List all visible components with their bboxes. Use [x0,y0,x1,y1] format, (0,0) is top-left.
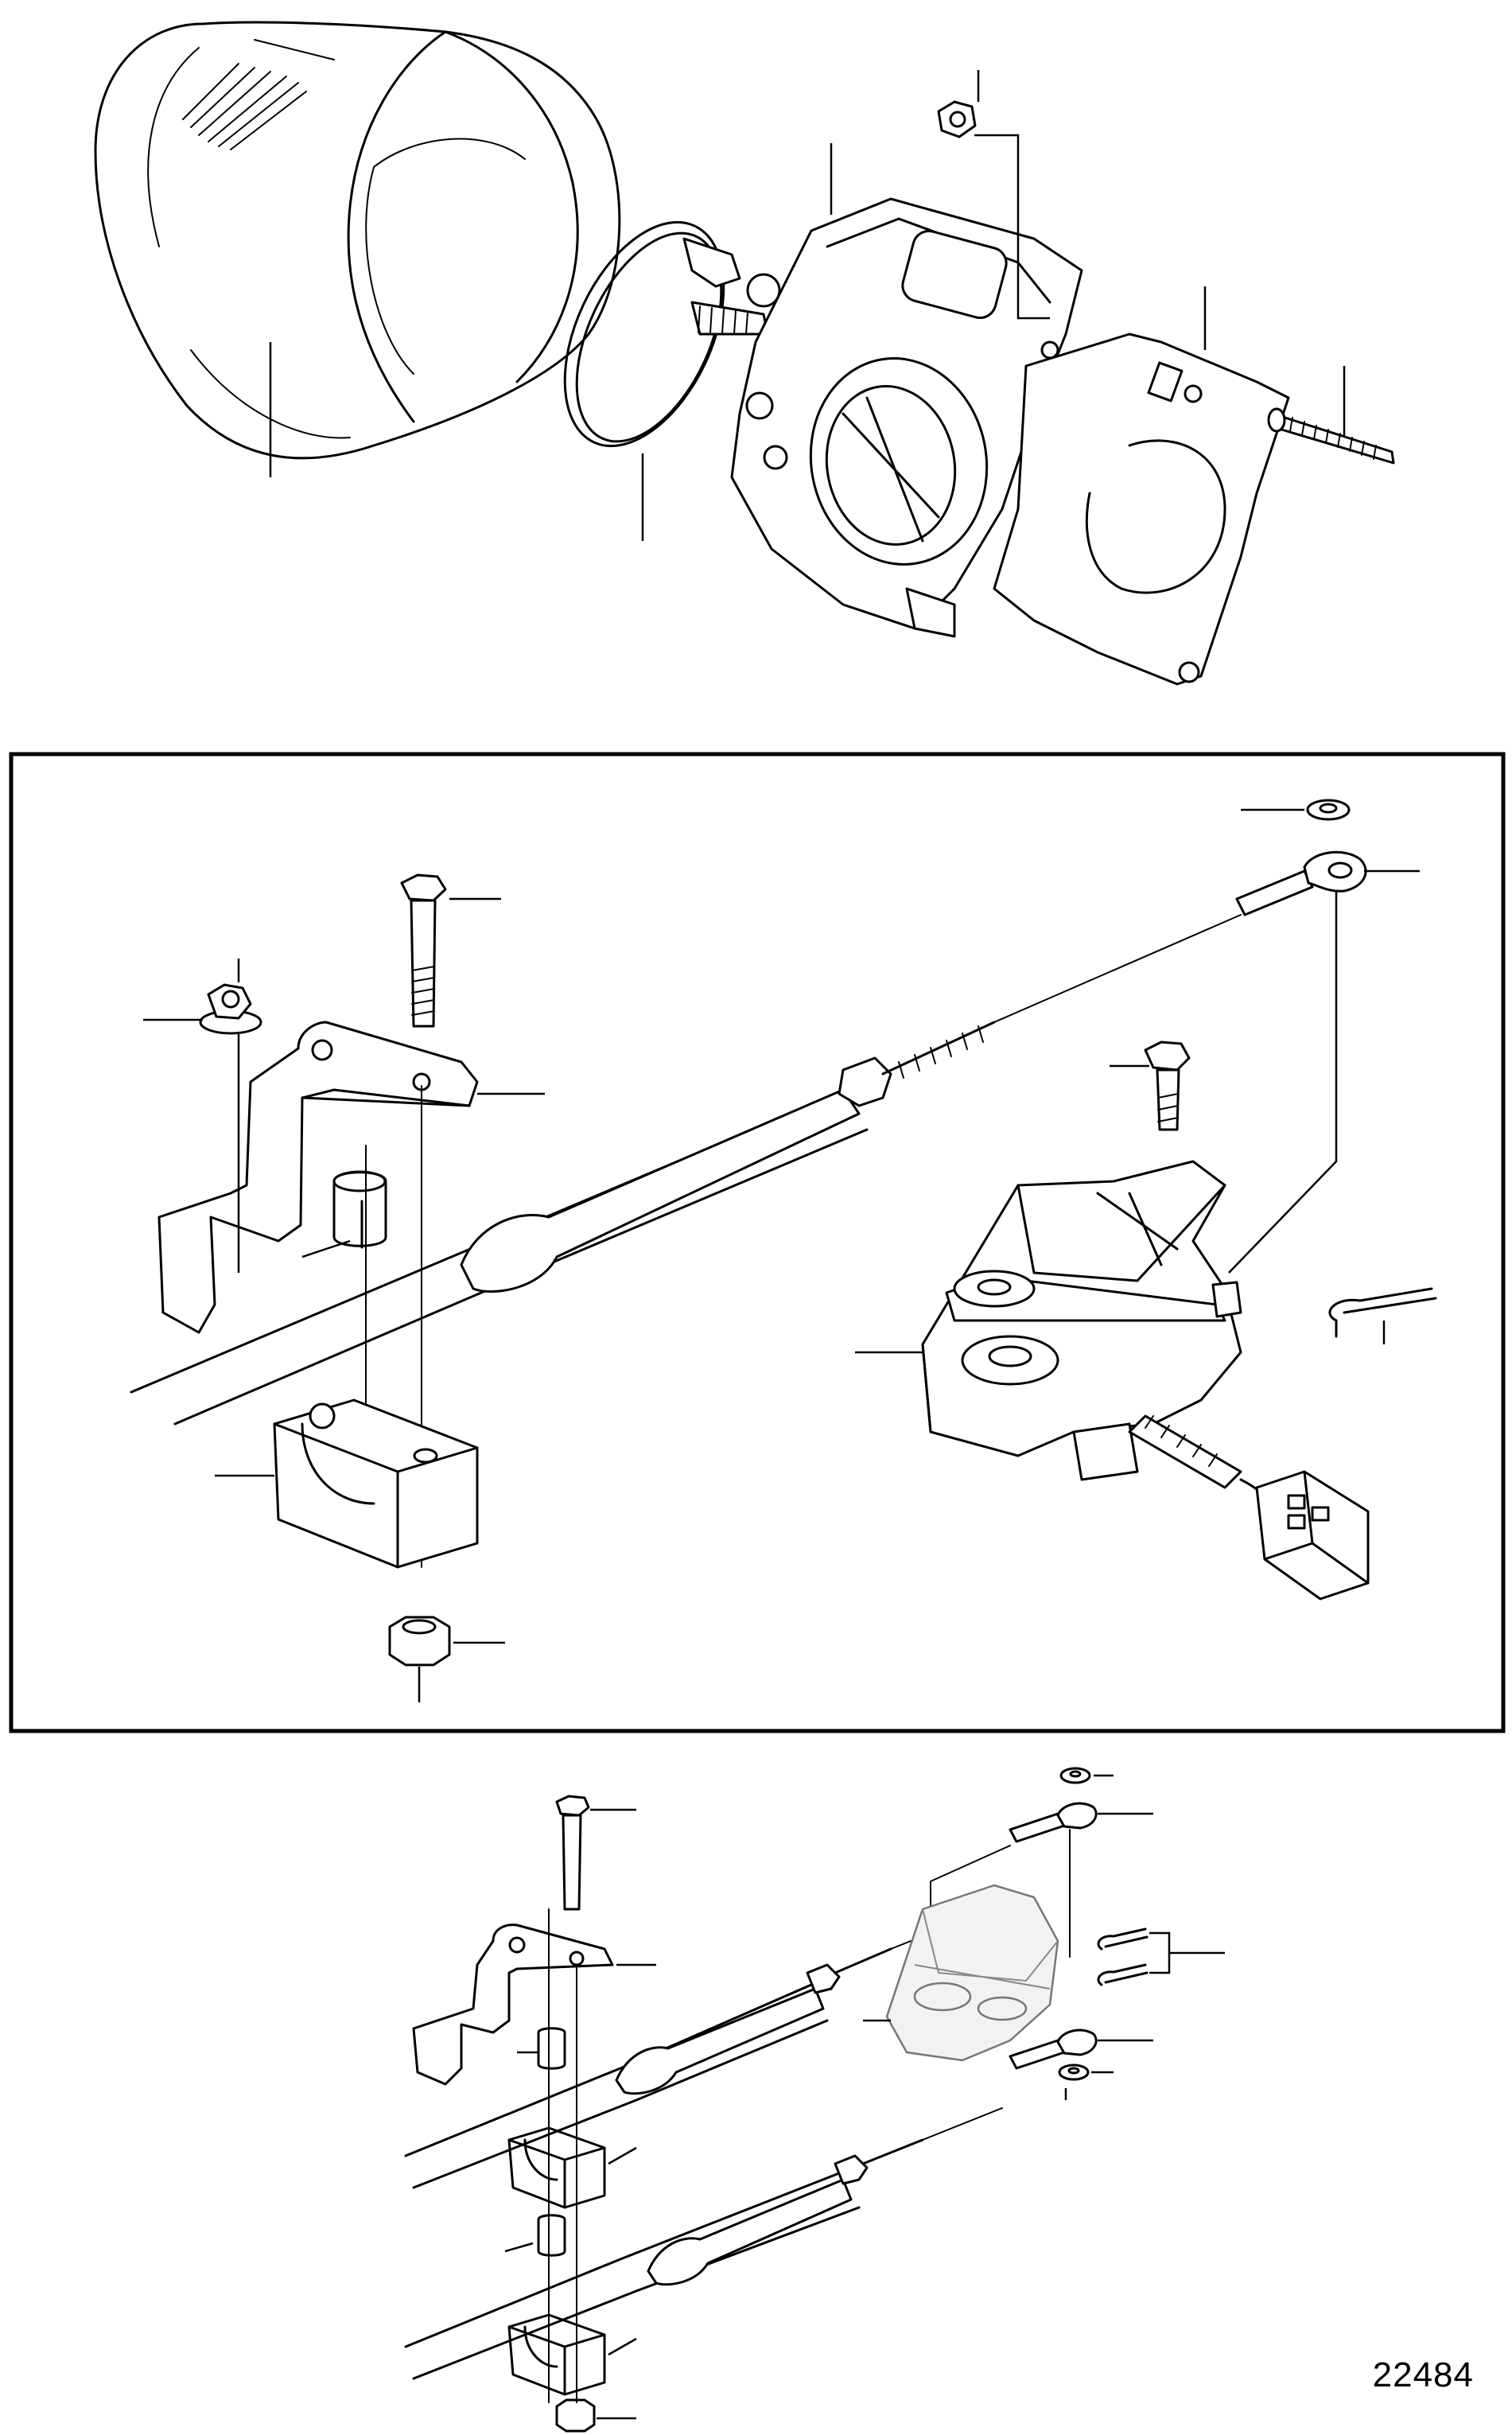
cable-sleeve [332,1170,387,1249]
cable-sleeve [537,2027,566,2070]
cotter-pin [1097,1963,1149,1986]
flange-bolt [1144,1041,1191,1131]
hex-bolt [555,1795,590,1911]
air-filter [94,21,621,460]
washer [1306,799,1351,821]
gasket-plate [993,333,1290,686]
hex-nut [555,2398,596,2433]
control-cable [130,869,1314,1426]
stud-bolt [1267,407,1395,465]
flange-nut [199,983,262,1035]
hex-nut [388,1616,451,1667]
hex-bolt [400,873,447,1028]
dual-cable-assembly [404,1767,1225,2433]
cable-bracket-assembly [130,799,1437,1702]
air-filter-assembly [94,21,1395,686]
cable-eye-end [1303,850,1367,893]
clamp-block [507,2126,606,2209]
throttle-body [730,197,1098,638]
throttle-lever-housing [921,1160,1242,1481]
cotter-pin [1097,1927,1149,1951]
washer [1058,2064,1090,2081]
clamp-block [273,1398,479,1569]
wiring-harness-connector [1128,1414,1370,1601]
control-cable [404,2029,1098,2380]
detail-frame [9,752,1506,1733]
flange-nut [937,100,977,138]
clamp-block [507,2313,606,2396]
bracket [157,1021,479,1334]
cotter-pin [1328,1287,1437,1338]
bracket [412,1923,614,2086]
washer [1059,1767,1091,1784]
cable-sleeve [537,2214,566,2257]
figure-number: 22484 [1372,2355,1474,2394]
throttle-lever-housing [885,1829,1071,2062]
